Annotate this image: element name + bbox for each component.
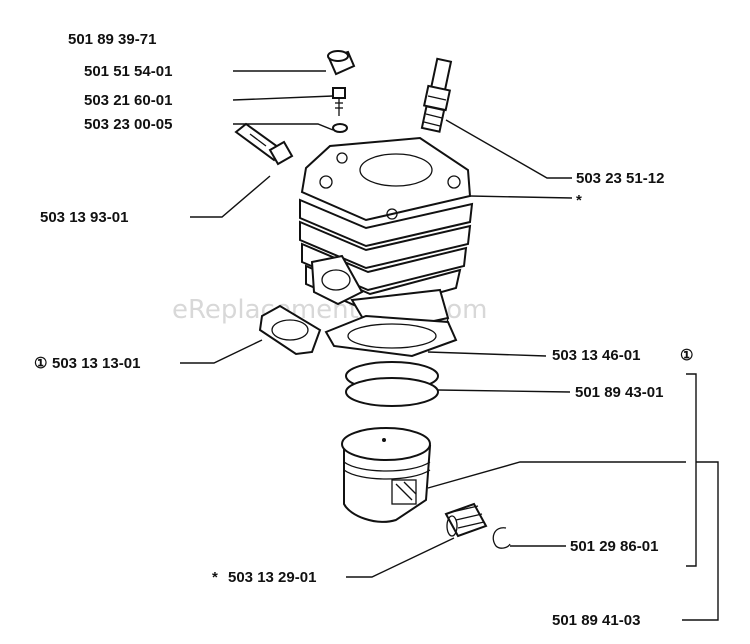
diagram-title: 501 89 39-71: [68, 31, 156, 48]
cylinder-part: [299, 136, 474, 351]
screw-part: [332, 87, 346, 116]
spark-plug-part: [420, 57, 453, 133]
decomp-valve-part: [234, 122, 294, 166]
piston-part: [341, 427, 432, 523]
label-spark-plug: 503 23 51-12: [576, 170, 664, 187]
label-washer: 503 23 00-05: [84, 116, 172, 133]
plug-cap-part: [327, 50, 356, 76]
gasket-left-part: [258, 304, 322, 356]
label-retainer: 501 29 86-01: [570, 538, 658, 555]
label-ring: 501 89 43-01: [575, 384, 663, 401]
label-gasket-right: 503 13 46-01: [552, 347, 640, 364]
marker-asterisk-bearing: *: [212, 569, 218, 586]
label-decomp-valve: 503 13 93-01: [40, 209, 128, 226]
leader-lines: [180, 70, 719, 621]
label-gasket-left: 503 13 13-01: [52, 355, 140, 372]
marker-circle-one-right: ①: [680, 347, 693, 364]
washer-part: [332, 123, 348, 133]
label-screw: 503 21 60-01: [84, 92, 172, 109]
needle-bearing-part: [444, 502, 488, 538]
piston-ring-part: [345, 361, 439, 407]
label-asterisk: *: [576, 192, 582, 209]
label-bearing: 503 13 29-01: [228, 569, 316, 586]
marker-circle-one-left: ①: [34, 355, 47, 372]
label-plug-cap: 501 51 54-01: [84, 63, 172, 80]
gasket-right-part: [324, 314, 458, 358]
retainer-clip-part: [492, 527, 511, 549]
label-piston-kit: 501 89 41-03: [552, 612, 640, 629]
